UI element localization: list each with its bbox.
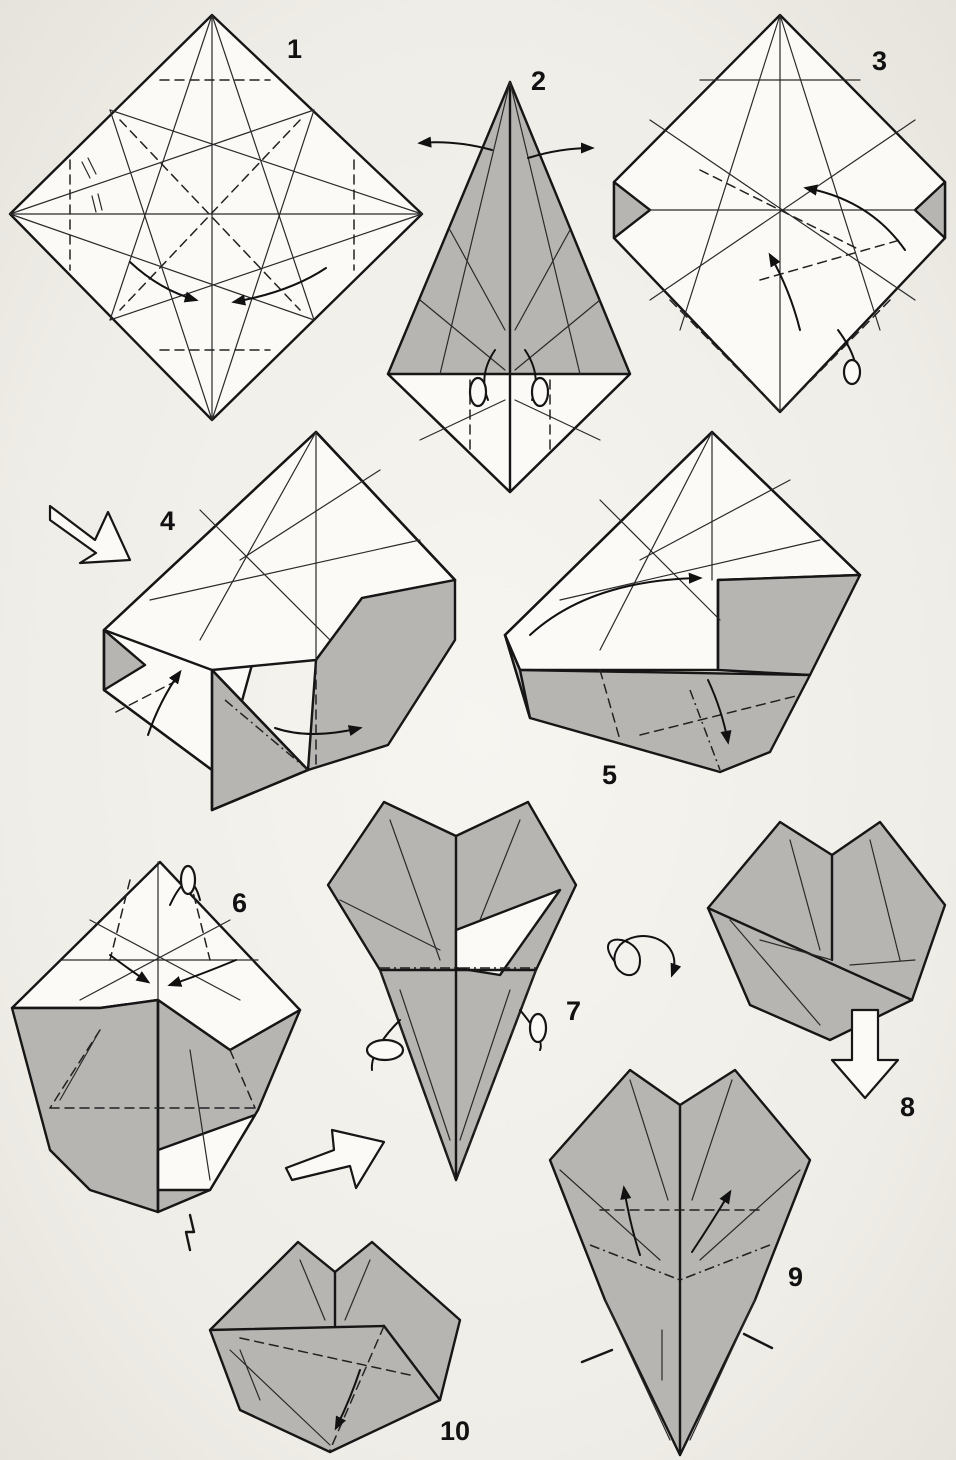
- step-3-diagram: [614, 15, 945, 412]
- view-direction-arrow: [50, 506, 130, 563]
- step-6-diagram: [12, 862, 300, 1250]
- step-8-number: 8: [900, 1094, 915, 1121]
- step-7-number: 7: [566, 998, 581, 1025]
- turn-over-symbol: [608, 936, 674, 975]
- step-1-number: 1: [287, 36, 302, 63]
- step-4-diagram: [50, 432, 455, 810]
- step-2-number: 2: [531, 68, 546, 95]
- step-4-number: 4: [160, 508, 175, 535]
- step-2-diagram: [388, 82, 630, 492]
- step-9-diagram: [550, 1070, 810, 1455]
- step-1-diagram: [10, 15, 422, 420]
- step-3-number: 3: [872, 48, 887, 75]
- step-5-diagram: [505, 432, 860, 772]
- step-6-number: 6: [232, 890, 247, 917]
- step-9-number: 9: [788, 1264, 803, 1291]
- transition-arrow-6-7: [286, 1130, 384, 1188]
- step-8-diagram: [708, 822, 945, 1098]
- step-10-number: 10: [440, 1418, 470, 1445]
- step-10-diagram: [210, 1242, 460, 1452]
- step-7-diagram: [328, 802, 576, 1180]
- step-5-number: 5: [602, 762, 617, 789]
